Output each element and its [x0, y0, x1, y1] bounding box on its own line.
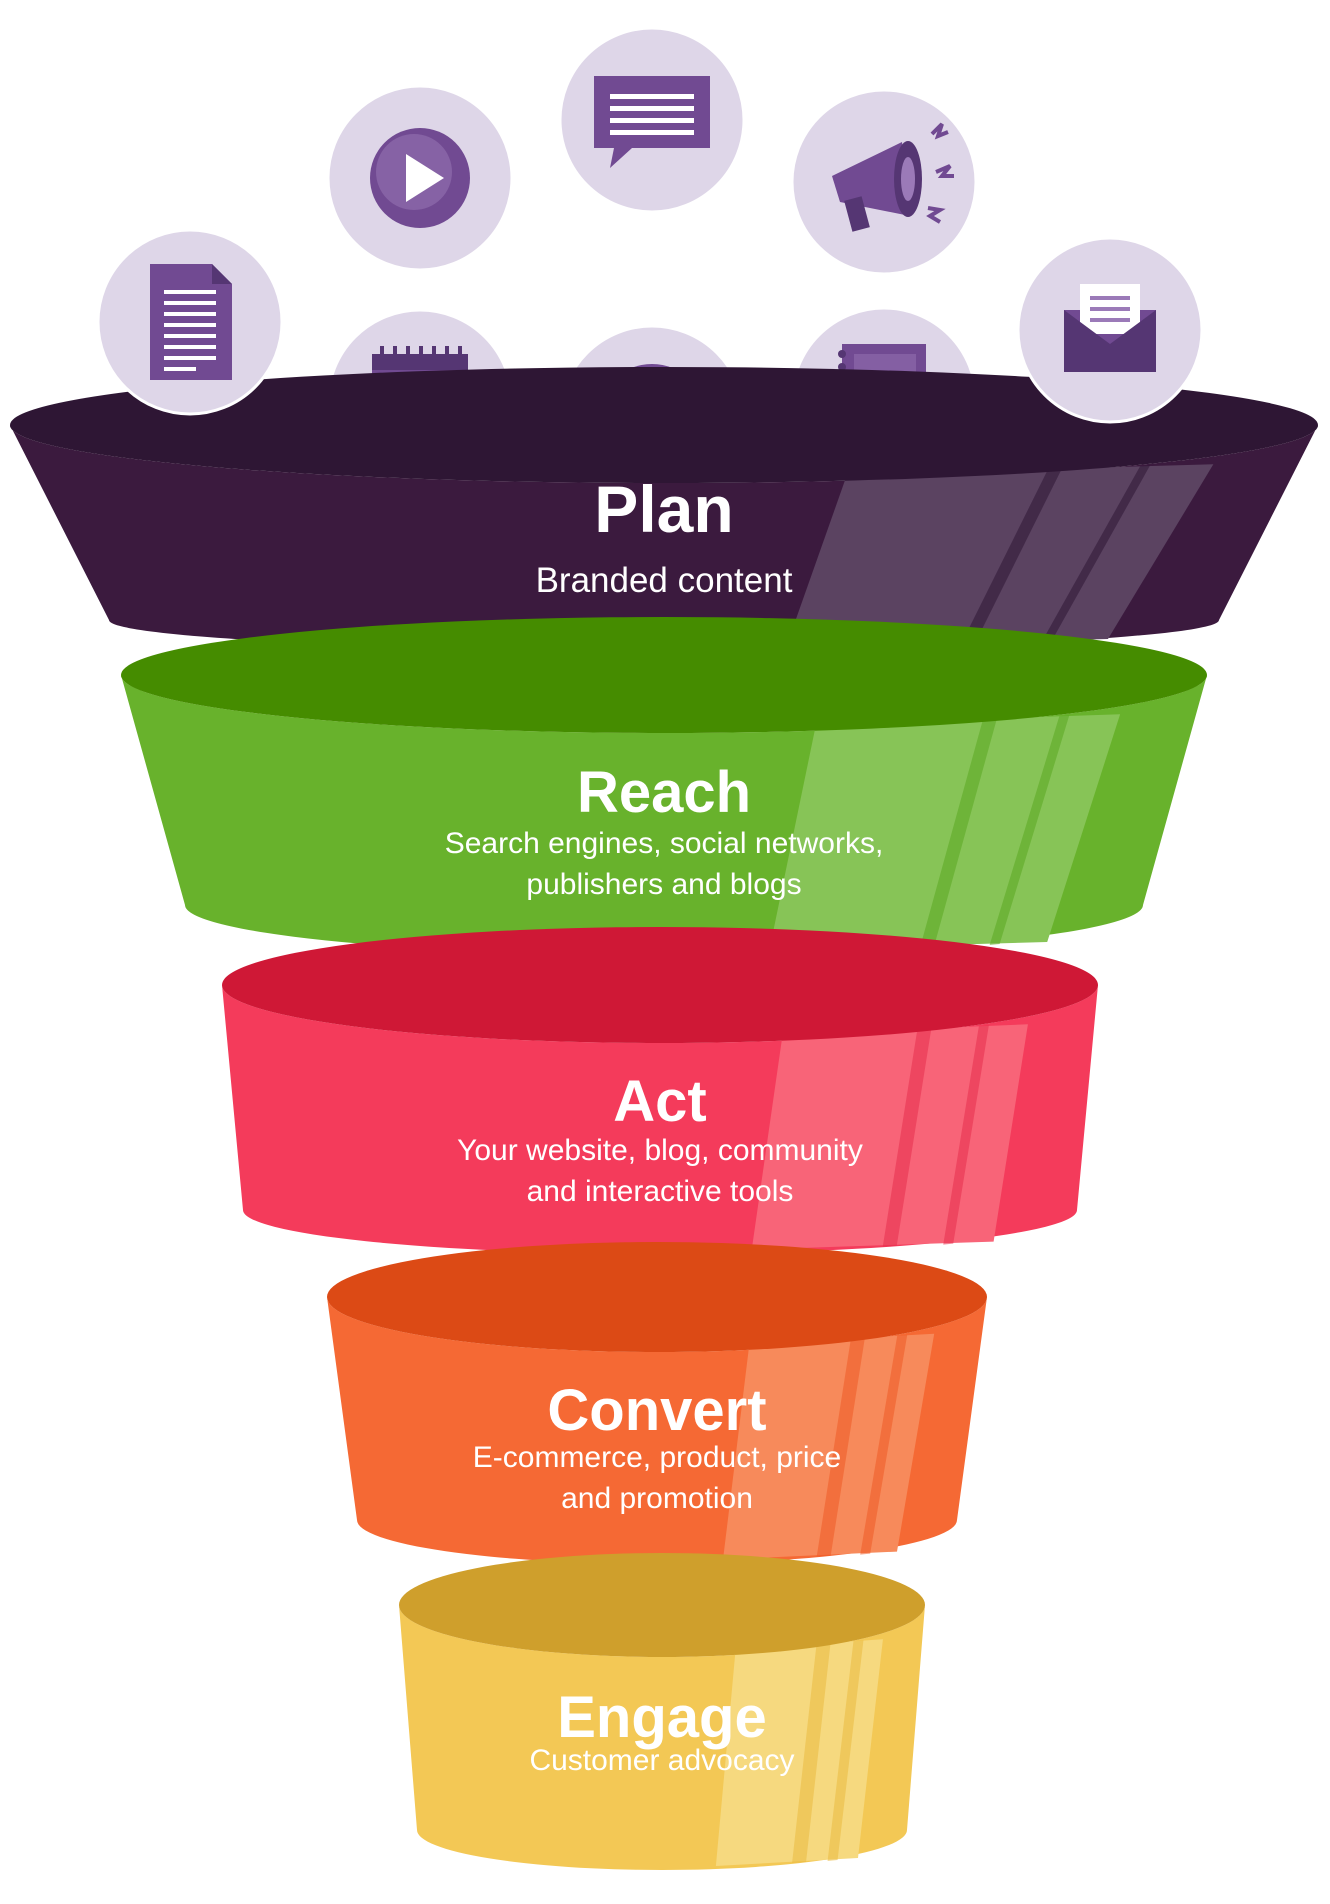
stage-description-line: E-commerce, product, price	[473, 1441, 841, 1474]
stage-description-line: publishers and blogs	[526, 868, 801, 901]
funnel-band-streak	[816, 1336, 866, 1557]
stage-title: Reach	[577, 760, 751, 825]
funnel-band-streak	[920, 717, 998, 947]
funnel-band-streak	[792, 1642, 831, 1863]
funnel-band-streak	[989, 715, 1070, 945]
funnel-band-streak	[1041, 465, 1151, 642]
stage-description-line: Branded content	[536, 561, 793, 600]
stage-title: Engage	[557, 1685, 767, 1750]
funnel-band-rim	[121, 617, 1207, 733]
funnel-band-rim	[327, 1242, 987, 1352]
funnel-band-streak	[860, 1334, 908, 1555]
funnel-band-highlight	[723, 1333, 935, 1560]
email-envelope-icon	[1016, 236, 1204, 424]
stage-description-line: Your website, blog, community	[457, 1134, 863, 1167]
stage-title: Plan	[594, 472, 733, 546]
funnel-band-highlight	[769, 714, 1121, 950]
funnel-band-streak	[882, 1027, 932, 1247]
stage-description-line: Customer advocacy	[529, 1744, 794, 1777]
funnel-band-highlight	[786, 464, 1214, 647]
stage-title: Act	[613, 1069, 706, 1134]
stage-description-line: Search engines, social networks,	[445, 827, 884, 860]
funnel-band-streak	[827, 1640, 864, 1861]
funnel-band-rim	[399, 1553, 925, 1657]
funnel-band-rim	[10, 367, 1318, 483]
play-video-icon	[326, 84, 514, 272]
stage-description-line: and promotion	[561, 1482, 753, 1515]
stage-title: Convert	[547, 1378, 766, 1443]
funnel-band-streak	[961, 467, 1063, 644]
funnel-band-rim	[222, 927, 1098, 1043]
stage-description-line: and interactive tools	[527, 1175, 794, 1208]
document-icon	[96, 228, 284, 416]
chat-message-icon	[558, 26, 746, 214]
funnel-band-streak	[943, 1025, 989, 1245]
megaphone-icon	[790, 88, 978, 276]
